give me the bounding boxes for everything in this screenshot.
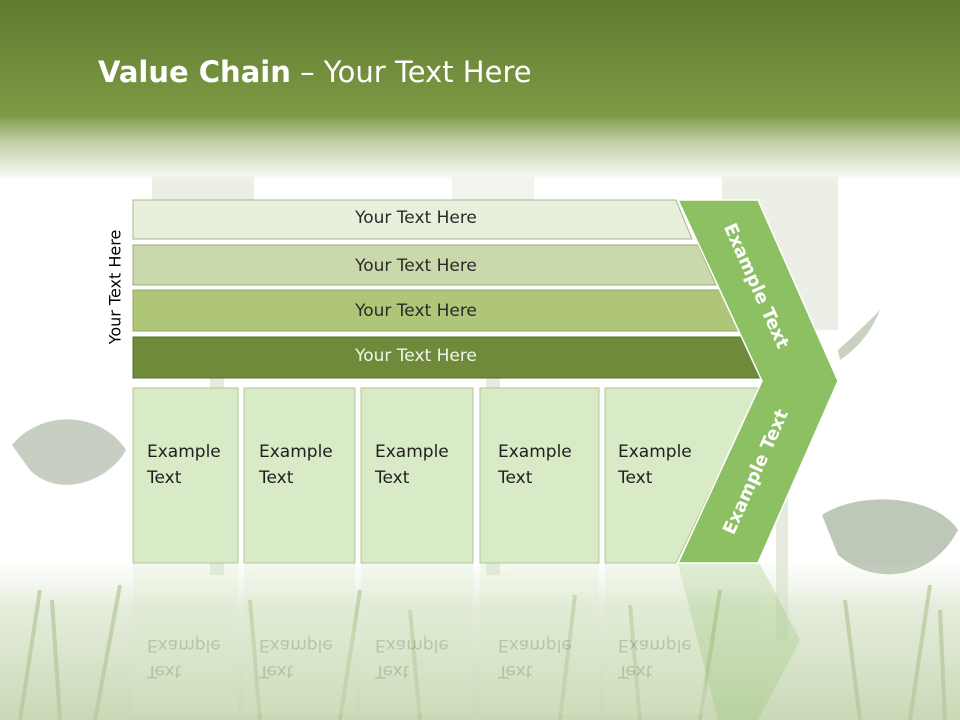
column-3-shape[interactable] <box>360 387 474 564</box>
bar-1-label: Your Text Here <box>355 208 477 228</box>
bar-2-shape[interactable] <box>132 244 717 286</box>
page-title: Value Chain – Your Text Here <box>98 55 532 89</box>
chevron-shape[interactable] <box>676 199 839 564</box>
column-2-shape[interactable] <box>243 387 356 564</box>
bar-2-label: Your Text Here <box>355 256 477 276</box>
bar-1-shape[interactable] <box>132 199 693 240</box>
column-1-shape[interactable] <box>132 387 239 564</box>
title-bold: Value Chain <box>98 55 291 89</box>
bar-4-label: Your Text Here <box>355 346 477 366</box>
vertical-side-label: Your Text Here <box>105 229 125 345</box>
bar-3-label: Your Text Here <box>355 301 477 321</box>
title-rest: – Your Text Here <box>290 55 532 89</box>
header-band <box>0 0 960 180</box>
column-4-shape[interactable] <box>479 387 600 564</box>
column-5-shape[interactable] <box>604 387 761 564</box>
